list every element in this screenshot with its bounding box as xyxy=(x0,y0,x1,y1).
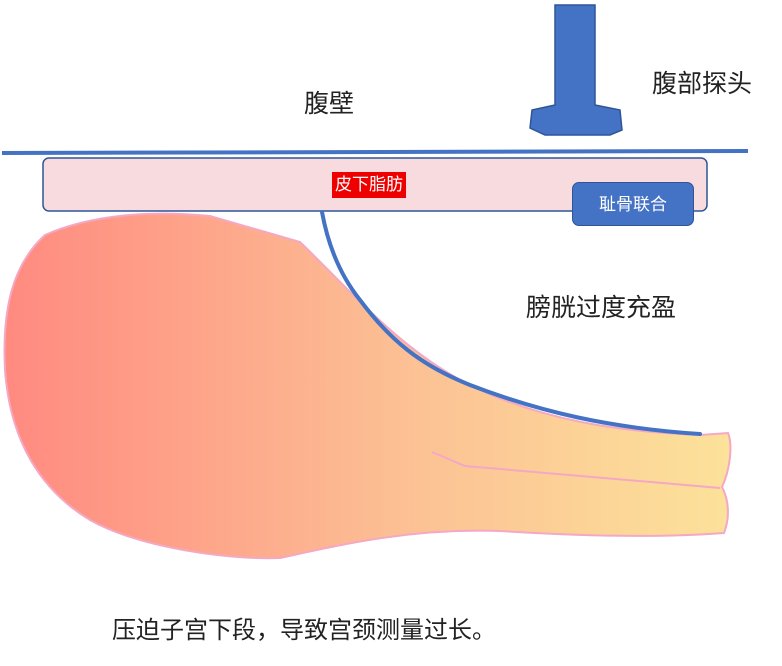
caption-text: 压迫子宫下段，导致宫颈测量过长。 xyxy=(112,616,496,644)
subcutaneous-fat-label: 皮下脂肪 xyxy=(332,172,406,198)
probe-shape xyxy=(529,4,623,136)
pubic-symphysis-box: 耻骨联合 xyxy=(572,182,694,226)
abdominal-wall-label: 腹壁 xyxy=(304,89,355,118)
cervical-canal-line xyxy=(431,451,721,489)
abdominal-wall-line xyxy=(1,149,749,155)
abdominal-probe-label: 腹部探头 xyxy=(652,69,753,98)
bladder-wall-line xyxy=(320,210,702,436)
bladder-overfilled-label: 膀胱过度充盈 xyxy=(526,293,677,322)
uterus-shape xyxy=(3,212,732,560)
